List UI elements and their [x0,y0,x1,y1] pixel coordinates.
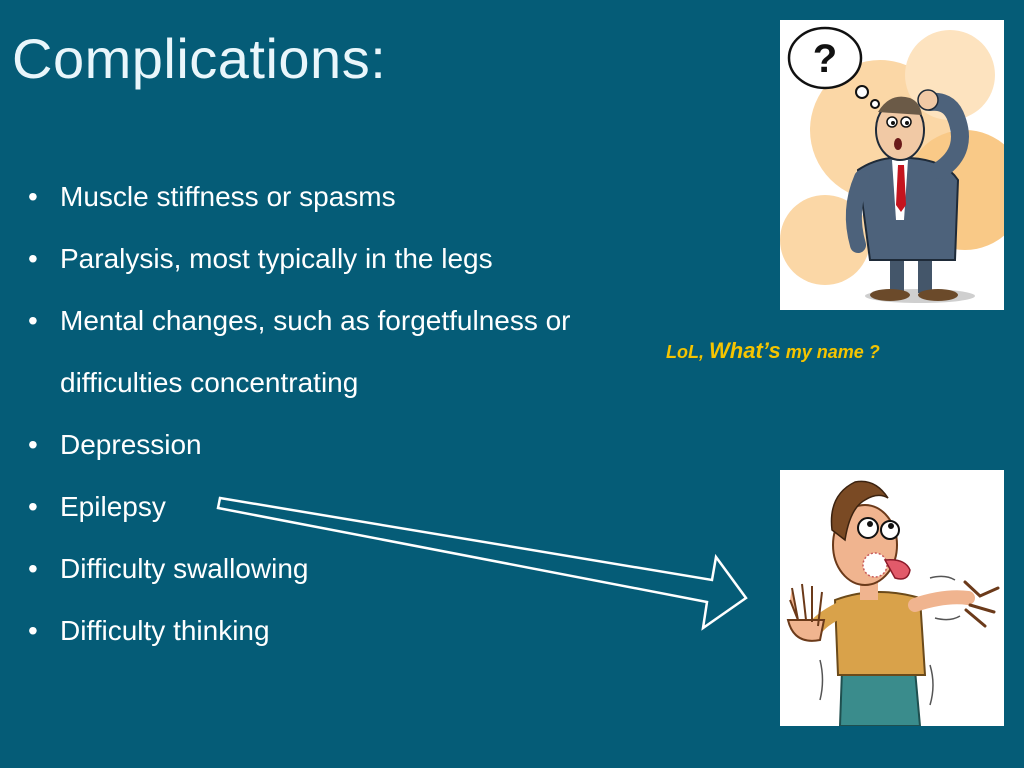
caption-part: What’s [709,338,781,363]
shirt [833,591,927,676]
raised-arm [921,92,969,179]
eye [880,520,900,540]
thought-dot [870,99,880,109]
trembling-man-illustration [786,480,1000,726]
bullet-text: Mental changes, such as forgetfulness or [60,305,571,336]
bullet-item: • Difficulty thinking [0,600,720,662]
caption-text: LoL, What’s my name ? [666,338,880,364]
bullet-item: • Difficulty swallowing [0,538,720,600]
pupil [888,523,894,529]
bullet-text: Paralysis, most typically in the legs [60,243,493,274]
foam [862,552,888,578]
shoe [918,289,958,301]
shoe [870,289,910,301]
bullet-item: • Paralysis, most typically in the legs [0,228,720,290]
bullet-text: Muscle stiffness or spasms [60,181,396,212]
arm [845,170,870,253]
bullet-dot: • [28,491,38,522]
bullet-item: • Muscle stiffness or spasms [0,166,720,228]
bullet-list: • Muscle stiffness or spasms • Paralysis, … [0,166,720,662]
pants [838,669,922,726]
bullet-item: • Epilepsy [0,476,720,538]
mouth [894,138,902,150]
bullet-text: Depression [60,429,202,460]
bullet-item: • Depression [0,414,720,476]
hair [878,96,922,115]
bullet-item: • Mental changes, such as forgetfulness o… [0,290,720,414]
bullet-text: Difficulty thinking [60,615,270,646]
fingers [963,580,1000,628]
question-mark: ? [813,37,837,81]
confused-man-illustration: ? [780,26,1004,303]
bullet-dot: • [28,243,38,274]
tie [896,165,906,212]
bullet-text: Epilepsy [60,491,166,522]
bullet-dot: • [28,615,38,646]
arm [908,590,975,612]
bullet-dot: • [28,181,38,212]
pupil [891,121,895,125]
confused-man-picture: ? [780,20,1004,310]
pupil [867,521,873,527]
slide-title: Complications: [12,27,387,90]
hand [917,89,939,111]
hand [786,583,826,642]
bullet-dot: • [28,429,38,460]
caption-part: my name ? [780,342,880,362]
bullet-dot: • [28,305,38,336]
jacket [856,156,960,261]
shake-lines [819,659,934,706]
bullet-text: Difficulty swallowing [60,553,309,584]
thought-bubble [787,26,863,90]
pupil [905,121,909,125]
shake-lines [929,575,961,621]
tongue [883,558,911,580]
eye [857,517,879,539]
caption-part: LoL, [666,342,709,362]
bullet-text-continued: difficulties concentrating [60,367,359,398]
trembling-man-picture [780,470,1004,726]
thought-dot [855,85,869,99]
hair [830,480,889,542]
bullet-dot: • [28,553,38,584]
